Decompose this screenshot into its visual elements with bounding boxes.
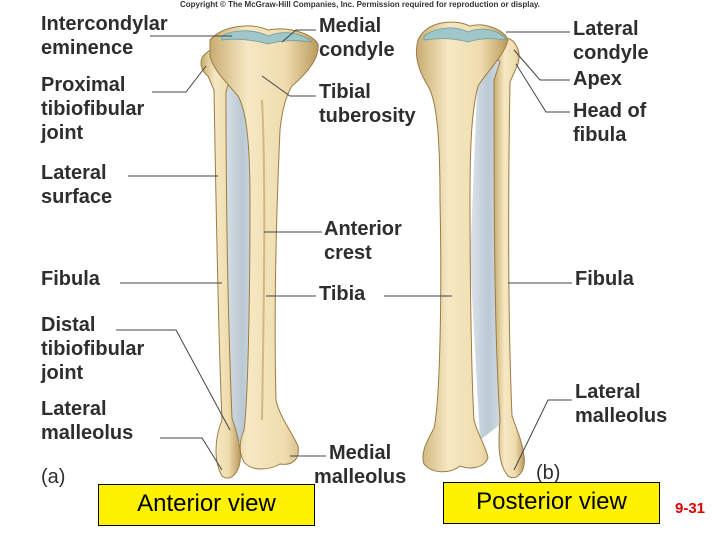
label-lateral-malleolus-b: Lateral malleolus — [575, 380, 667, 428]
label-line: Apex — [573, 68, 622, 90]
label-lateral-surface: Lateral surface — [41, 161, 112, 209]
label-apex: Apex — [573, 67, 622, 91]
leader-apex — [513, 49, 570, 81]
copyright-notice: Copyright © The McGraw-Hill Companies, I… — [179, 0, 541, 9]
label-line: tibiofibular — [41, 98, 145, 120]
label-lateral-malleolus-a: Lateral malleolus — [41, 397, 133, 445]
label-line: joint — [41, 362, 84, 384]
leader-proximal-tibiofibular-joint — [152, 65, 207, 93]
label-line: malleolus — [41, 422, 134, 444]
leader-medial-condyle — [281, 29, 316, 43]
label-line: malleolus — [314, 466, 407, 488]
panel-label-b: (b) — [536, 462, 561, 484]
label-line: fibula — [573, 124, 627, 146]
label-medial-condyle: Medial condyle — [319, 14, 395, 62]
leader-lateral-malleolus-a — [160, 437, 223, 471]
label-line: Fibula — [41, 268, 100, 290]
fibula-posterior — [493, 37, 525, 478]
label-fibula-b: Fibula — [575, 267, 634, 291]
leader-distal-tibiofibular-joint — [116, 329, 231, 431]
anterior-view-bones — [200, 25, 319, 479]
label-line: tibiofibular — [41, 338, 145, 360]
posterior-view-bones — [415, 21, 525, 478]
label-line: eminence — [41, 37, 134, 59]
leader-lateral-malleolus-b — [513, 399, 572, 471]
label-medial-malleolus: Medial malleolus — [314, 441, 406, 489]
label-distal-tibiofibular-joint: Distal tibiofibular joint — [41, 313, 144, 385]
label-line: tuberosity — [319, 105, 416, 127]
panel-label-a: (a) — [41, 466, 66, 488]
label-line: malleolus — [575, 405, 668, 427]
label-anterior-crest: Anterior crest — [324, 217, 402, 265]
label-line: Tibial — [319, 81, 371, 103]
fibula-anterior — [200, 49, 241, 479]
label-fibula-a: Fibula — [41, 267, 100, 291]
page-number: 9-31 — [674, 500, 706, 517]
tibial-plateau-cartilage-posterior — [423, 27, 507, 43]
label-lateral-condyle: Lateral condyle — [573, 17, 649, 65]
label-line: Medial — [329, 442, 392, 464]
label-line: Lateral — [575, 381, 641, 403]
posterior-view-caption: Posterior view — [443, 482, 660, 524]
label-line: crest — [324, 242, 372, 264]
tibia-posterior — [415, 21, 509, 473]
label-line: condyle — [319, 39, 395, 61]
label-line: Distal — [41, 314, 96, 336]
label-line: Lateral — [41, 162, 107, 184]
label-line: Proximal — [41, 74, 126, 96]
label-tibia: Tibia — [319, 282, 365, 306]
anterior-view-caption: Anterior view — [98, 484, 315, 526]
label-line: Anterior — [324, 218, 402, 240]
label-line: condyle — [573, 42, 649, 64]
leader-lines — [116, 29, 572, 471]
label-line: Fibula — [575, 268, 634, 290]
label-intercondylar-eminence: Intercondylar eminence — [41, 12, 168, 60]
tibial-plateau-cartilage-anterior — [221, 30, 314, 45]
label-line: joint — [41, 122, 84, 144]
label-head-of-fibula: Head of fibula — [573, 99, 646, 147]
label-line: Lateral — [41, 398, 107, 420]
label-proximal-tibiofibular-joint: Proximal tibiofibular joint — [41, 73, 144, 145]
label-line: surface — [41, 186, 113, 208]
label-line: Lateral — [573, 18, 639, 40]
leader-head-of-fibula — [515, 63, 570, 113]
label-line: Tibia — [319, 283, 366, 305]
label-line: Head of — [573, 100, 647, 122]
label-tibial-tuberosity: Tibial tuberosity — [319, 80, 416, 128]
label-line: Medial — [319, 15, 382, 37]
label-line: Intercondylar — [41, 13, 168, 35]
leader-tibial-tuberosity — [261, 75, 316, 97]
